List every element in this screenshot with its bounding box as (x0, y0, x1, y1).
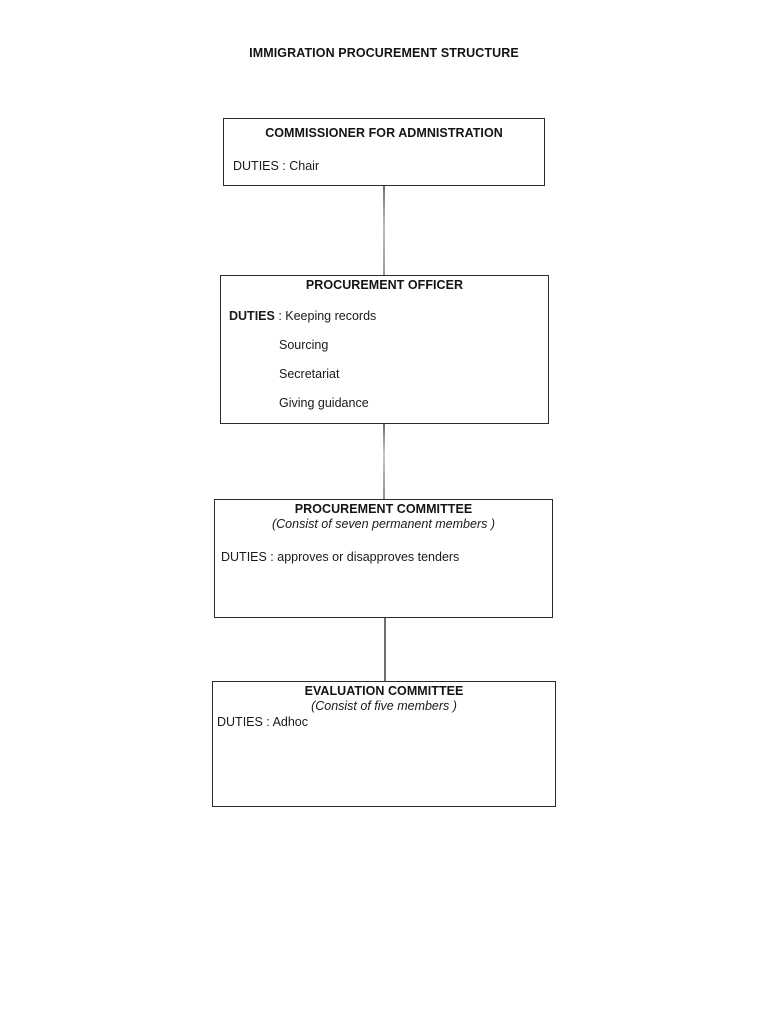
org-node-evaluation-committee[interactable]: EVALUATION COMMITTEE (Consist of five me… (212, 681, 556, 807)
org-node-commissioner-title: COMMISSIONER FOR ADMNISTRATION (265, 126, 503, 140)
org-node-procurement-committee-title: PROCUREMENT COMMITTEE (294, 502, 473, 516)
duties-label: DUTIES (229, 309, 275, 323)
page-title: IMMIGRATION PROCUREMENT STRUCTURE (249, 46, 519, 60)
org-node-procurement-officer-duty-4: Giving guidance (279, 396, 369, 410)
connector-procurement-committee-to-evaluation-committee (384, 618, 386, 682)
duties-value: : Keeping records (274, 309, 377, 323)
org-node-commissioner-duties: DUTIES : Chair (233, 159, 320, 173)
org-node-procurement-committee-subtitle: (Consist of seven permanent members ) (271, 517, 495, 531)
org-node-procurement-committee[interactable]: PROCUREMENT COMMITTEE (Consist of seven … (214, 499, 553, 618)
org-node-procurement-officer[interactable]: PROCUREMENT OFFICER DUTIES : Keeping rec… (220, 275, 549, 424)
org-node-procurement-committee-duties: DUTIES : approves or disapproves tenders (221, 550, 460, 564)
connector-commissioner-to-procurement-officer (383, 186, 385, 276)
org-node-procurement-officer-duty-3: Secretariat (279, 367, 340, 381)
org-node-procurement-officer-title: PROCUREMENT OFFICER (305, 278, 464, 292)
connector-procurement-officer-to-procurement-committee (383, 424, 385, 500)
org-node-evaluation-committee-subtitle: (Consist of five members ) (311, 699, 457, 713)
org-node-commissioner[interactable]: COMMISSIONER FOR ADMNISTRATION DUTIES : … (223, 118, 545, 186)
org-node-evaluation-committee-title: EVALUATION COMMITTEE (304, 684, 464, 698)
org-node-procurement-officer-duty-1: DUTIES : Keeping records (229, 309, 548, 323)
org-node-procurement-officer-duty-2: Sourcing (279, 338, 329, 352)
org-node-evaluation-committee-duties: DUTIES : Adhoc (217, 715, 309, 729)
